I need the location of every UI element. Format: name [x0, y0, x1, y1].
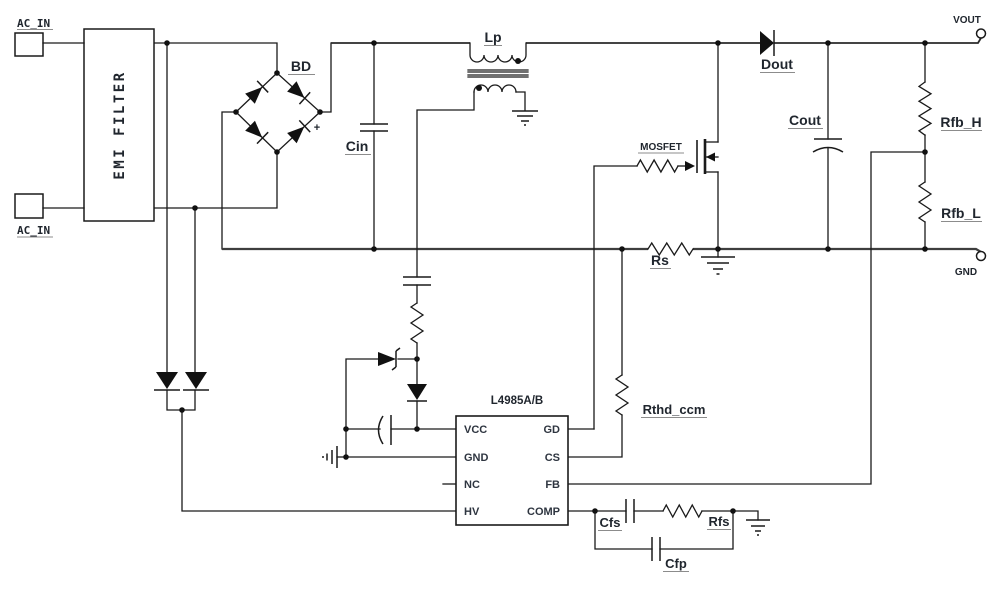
wires — [42, 37, 982, 550]
ac-in-bottom-label: AC_IN — [17, 224, 50, 237]
sense-resistor-rs: Rs — [647, 241, 694, 270]
ic-name-label: L4985A/B — [491, 395, 543, 407]
vout-label: VOUT — [953, 15, 981, 26]
controller-ic: L4985A/B VCC GND NC HV GD CS FB COMP — [455, 395, 569, 526]
feedback-divider: Rfb_H Rfb_L — [917, 81, 982, 223]
gate-resistor — [636, 158, 679, 174]
rfb-l-label: Rfb_L — [941, 205, 981, 221]
aux-ground-icon — [512, 110, 538, 126]
pin-nc: NC — [464, 479, 480, 491]
gnd-terminal: GND — [955, 250, 987, 278]
vcc-supply-network — [322, 276, 431, 468]
vout-terminal: VOUT — [953, 15, 987, 39]
pin-comp: COMP — [527, 506, 560, 518]
rfb-l-resistor — [917, 181, 933, 223]
pin-gd: GD — [544, 424, 561, 436]
cout-label: Cout — [789, 112, 821, 128]
emi-filter-block: EMI FILTER — [83, 28, 155, 222]
cout-capacitor: Cout — [788, 112, 844, 153]
rs-label: Rs — [651, 252, 669, 268]
cin-capacitor: Cin — [345, 123, 388, 156]
mosfet: MOSFET — [636, 139, 735, 275]
rfs-label: Rfs — [709, 514, 730, 529]
zener-diode — [378, 347, 401, 371]
comp-ground-icon — [746, 519, 770, 536]
rthd-ccm-label: Rthd_ccm — [643, 402, 706, 417]
pin-cs: CS — [545, 452, 560, 464]
cin-label: Cin — [346, 138, 369, 154]
source-ground-icon — [701, 248, 735, 275]
pin-gnd: GND — [464, 452, 489, 464]
ac-in-top-label: AC_IN — [17, 17, 50, 30]
vcc-ground-icon — [322, 446, 338, 468]
startup-diodes — [154, 372, 209, 391]
cfp-label: Cfp — [665, 556, 687, 571]
output-diode-dout: Dout — [760, 30, 795, 74]
ac-in-bottom-terminal: AC_IN — [14, 193, 53, 238]
pin-fb: FB — [545, 479, 560, 491]
rfb-h-resistor — [917, 81, 933, 137]
comp-network: Cfs Rfs Cfp — [598, 499, 770, 573]
gnd-label: GND — [955, 267, 977, 278]
rfb-h-label: Rfb_H — [940, 114, 981, 130]
bridge-rectifier-bd: BD + — [235, 58, 321, 153]
junction-dots — [164, 40, 928, 514]
ac-in-top-terminal: AC_IN — [14, 17, 53, 57]
lp-label: Lp — [484, 29, 501, 45]
rthd-ccm-resistor: Rthd_ccm — [614, 374, 707, 419]
body-diode-arrow-icon — [706, 152, 715, 162]
bridge-plus-sign: + — [314, 122, 320, 134]
pin-vcc: VCC — [464, 424, 487, 436]
emi-filter-label: EMI FILTER — [112, 70, 128, 179]
pin-hv: HV — [464, 506, 480, 518]
mosfet-label: MOSFET — [640, 142, 682, 153]
gate-arrow-icon — [685, 161, 695, 171]
cfs-label: Cfs — [600, 515, 621, 530]
vcc-diode — [407, 384, 427, 402]
boost-inductor-lp: Lp — [467, 29, 538, 126]
bd-label: BD — [291, 58, 311, 74]
dout-label: Dout — [761, 56, 793, 72]
